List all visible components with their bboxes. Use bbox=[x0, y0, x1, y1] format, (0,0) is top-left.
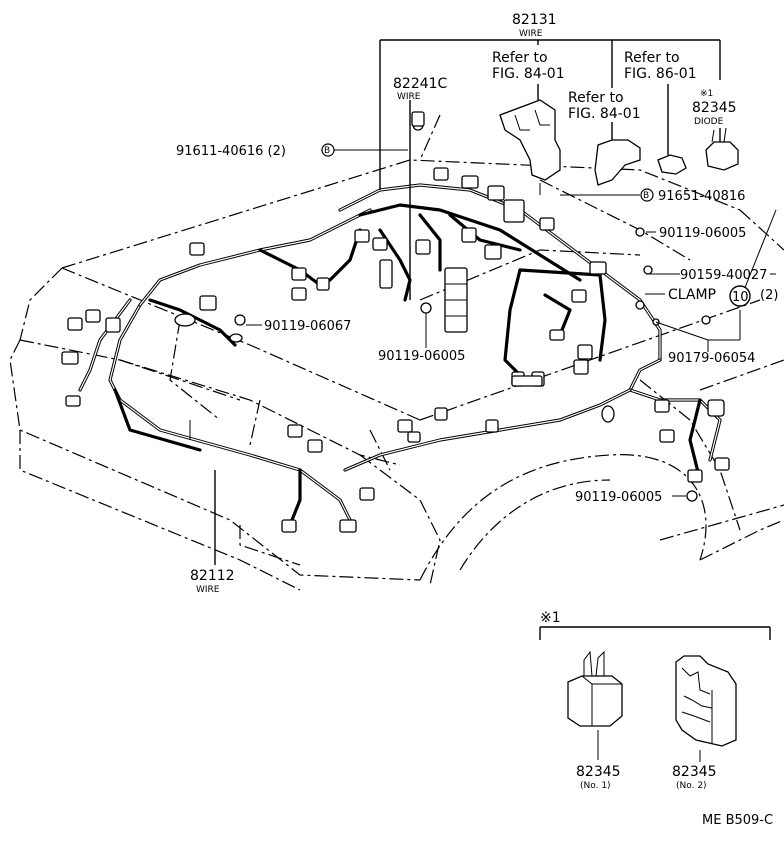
label-82112: 82112 bbox=[190, 568, 235, 584]
label-90119-c: 90119-06005 bbox=[378, 349, 465, 364]
label-90179: 90179-06054 bbox=[668, 351, 755, 366]
clamp-qty: (2) bbox=[760, 288, 778, 303]
diode-mark: ※1 bbox=[700, 89, 713, 99]
leader-lines bbox=[189, 39, 777, 565]
diode-no2-icon bbox=[675, 655, 737, 762]
inset-mark: ※1 bbox=[540, 610, 561, 626]
inset-diode-variants: ※1 82345 (No. 1) 82345 (No. 2) bbox=[539, 610, 771, 791]
badge-b-91651: B bbox=[643, 191, 649, 201]
clamp-qty-circle-icon bbox=[729, 285, 751, 307]
refer-1-line1: Refer to bbox=[492, 50, 548, 66]
diode-no1-icon bbox=[567, 650, 623, 760]
refer-1-line2: FIG. 84-01 bbox=[492, 66, 565, 82]
refer-3-line1: Refer to bbox=[568, 90, 624, 106]
label-82131: 82131 bbox=[512, 12, 557, 28]
badge-b-icon bbox=[321, 143, 335, 157]
inset-item1-sub: (No. 1) bbox=[580, 781, 611, 791]
inset-item2-sub: (No. 2) bbox=[676, 781, 707, 791]
labels: 82131 WIRE Refer to FIG. 84-01 Refer to … bbox=[176, 12, 778, 595]
label-91651: 91651-40816 bbox=[658, 189, 745, 204]
badge-b-icon-2 bbox=[640, 188, 654, 202]
label-82241c-sub: WIRE bbox=[397, 92, 421, 102]
cowl-components bbox=[411, 99, 739, 195]
label-90119-b: 90119-06067 bbox=[264, 319, 351, 334]
refer-2-line1: Refer to bbox=[624, 50, 680, 66]
label-clamp: CLAMP bbox=[668, 287, 716, 303]
badge-b-91611: B bbox=[324, 146, 330, 156]
label-82131-sub: WIRE bbox=[519, 29, 543, 39]
label-82345-diode: 82345 bbox=[692, 100, 737, 116]
label-82345-diode-sub: DIODE bbox=[694, 117, 724, 127]
diagram-code: ME B509-C bbox=[702, 813, 773, 828]
label-82112-sub: WIRE bbox=[196, 585, 220, 595]
label-82241c: 82241C bbox=[393, 76, 448, 92]
connectors bbox=[61, 119, 730, 533]
label-91611: 91611-40616 (2) bbox=[176, 144, 286, 159]
label-90119-d: 90119-06005 bbox=[575, 490, 662, 505]
clamp-qty-circle: 10 bbox=[732, 290, 749, 305]
label-90159: 90159-40027 bbox=[680, 268, 767, 283]
refer-2-line2: FIG. 86-01 bbox=[624, 66, 697, 82]
refer-3-line2: FIG. 84-01 bbox=[568, 106, 641, 122]
label-90119-a: 90119-06005 bbox=[659, 226, 746, 241]
inset-item2-number: 82345 bbox=[672, 764, 717, 780]
inset-item1-number: 82345 bbox=[576, 764, 621, 780]
